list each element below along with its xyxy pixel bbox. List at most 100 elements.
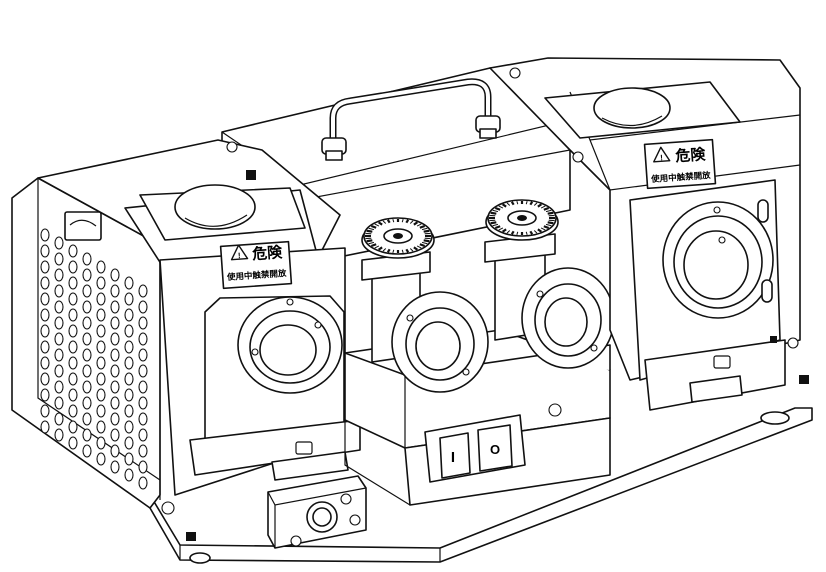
vent-hole (96, 308, 106, 322)
vent-hole (40, 308, 50, 322)
vent-hole (96, 292, 106, 306)
vent-hole (124, 436, 134, 450)
vent-hole (124, 324, 134, 338)
warning-title: 危険 (252, 243, 284, 263)
vent-hole (68, 372, 78, 386)
vent-hole (138, 380, 148, 394)
feed-adjust-knob[interactable] (267, 475, 367, 549)
vent-hole (54, 332, 64, 346)
vent-hole (68, 292, 78, 306)
vent-hole (110, 460, 120, 474)
base-plate (149, 375, 813, 563)
vent-hole (138, 348, 148, 362)
vent-hole (110, 316, 120, 330)
warning-label-left: ! 危険 使用中触禁開放 (219, 240, 293, 290)
warning-title: 危険 (675, 145, 707, 165)
vent-hole (138, 364, 148, 378)
vent-hole (110, 268, 120, 282)
vent-hole (68, 308, 78, 322)
vent-hole (40, 244, 50, 258)
vent-hole (68, 404, 78, 418)
vent-hole (96, 340, 106, 354)
vent-hole (68, 436, 78, 450)
vent-hole (96, 372, 106, 386)
vent-hole (138, 396, 148, 410)
vent-hole (124, 388, 134, 402)
vent-hole (40, 404, 50, 418)
vent-hole (138, 300, 148, 314)
vent-hole (124, 308, 134, 322)
vent-hole (54, 252, 64, 266)
vent-hole (124, 468, 134, 482)
vent-hole (138, 332, 148, 346)
vent-hole (124, 452, 134, 466)
vent-hole (68, 324, 78, 338)
left-drill-chuck[interactable] (361, 217, 489, 393)
vent-hole (110, 348, 120, 362)
vent-hole (124, 276, 134, 290)
vent-hole (96, 260, 106, 274)
power-switch[interactable]: I O (424, 414, 526, 483)
vent-hole (96, 324, 106, 338)
vent-hole (40, 260, 50, 274)
vent-hole (40, 292, 50, 306)
vent-hole (110, 428, 120, 442)
vent-hole (82, 444, 92, 458)
warning-subtitle: 使用中触禁開放 (650, 170, 712, 185)
vent-hole (54, 396, 64, 410)
vent-hole (82, 252, 92, 266)
vent-hole (54, 268, 64, 282)
vent-hole (82, 268, 92, 282)
right-angle-dial[interactable] (487, 199, 557, 237)
left-collet-holder[interactable] (189, 295, 361, 481)
switch-off-symbol: O (490, 442, 500, 457)
vent-hole (96, 356, 106, 370)
vent-hole (124, 356, 134, 370)
vent-hole (54, 316, 64, 330)
vent-hole (124, 420, 134, 434)
vent-hole (96, 436, 106, 450)
vent-hole (40, 324, 50, 338)
vent-hole (68, 244, 78, 258)
vent-hole (138, 476, 148, 490)
ventilation-holes (40, 228, 148, 490)
vent-hole (110, 332, 120, 346)
vent-hole (138, 316, 148, 330)
machine-feet (161, 411, 790, 564)
vent-hole (110, 444, 120, 458)
vent-hole (54, 284, 64, 298)
vent-hole (138, 284, 148, 298)
vent-hole (40, 228, 50, 242)
vent-hole (96, 452, 106, 466)
vent-hole (54, 380, 64, 394)
right-housing (489, 57, 801, 411)
vent-hole (96, 276, 106, 290)
vent-hole (54, 300, 64, 314)
vent-hole (124, 404, 134, 418)
vent-hole (54, 428, 64, 442)
vent-hole (54, 236, 64, 250)
vent-hole (82, 428, 92, 442)
vent-hole (40, 356, 50, 370)
left-angle-dial[interactable] (363, 217, 433, 255)
vent-hole (138, 444, 148, 458)
vent-hole (96, 420, 106, 434)
vent-hole (82, 396, 92, 410)
vent-hole (110, 364, 120, 378)
vent-hole (110, 284, 120, 298)
vent-hole (68, 276, 78, 290)
carry-handle[interactable] (321, 78, 501, 161)
vent-hole (68, 340, 78, 354)
vent-hole (124, 292, 134, 306)
vent-hole (96, 404, 106, 418)
vent-hole (82, 300, 92, 314)
right-drill-chuck[interactable] (484, 199, 615, 369)
switch-on-symbol: I (451, 449, 455, 466)
vent-hole (82, 364, 92, 378)
vent-hole (40, 340, 50, 354)
vent-hole (54, 412, 64, 426)
vent-hole (124, 340, 134, 354)
vent-hole (110, 396, 120, 410)
vent-hole (68, 356, 78, 370)
